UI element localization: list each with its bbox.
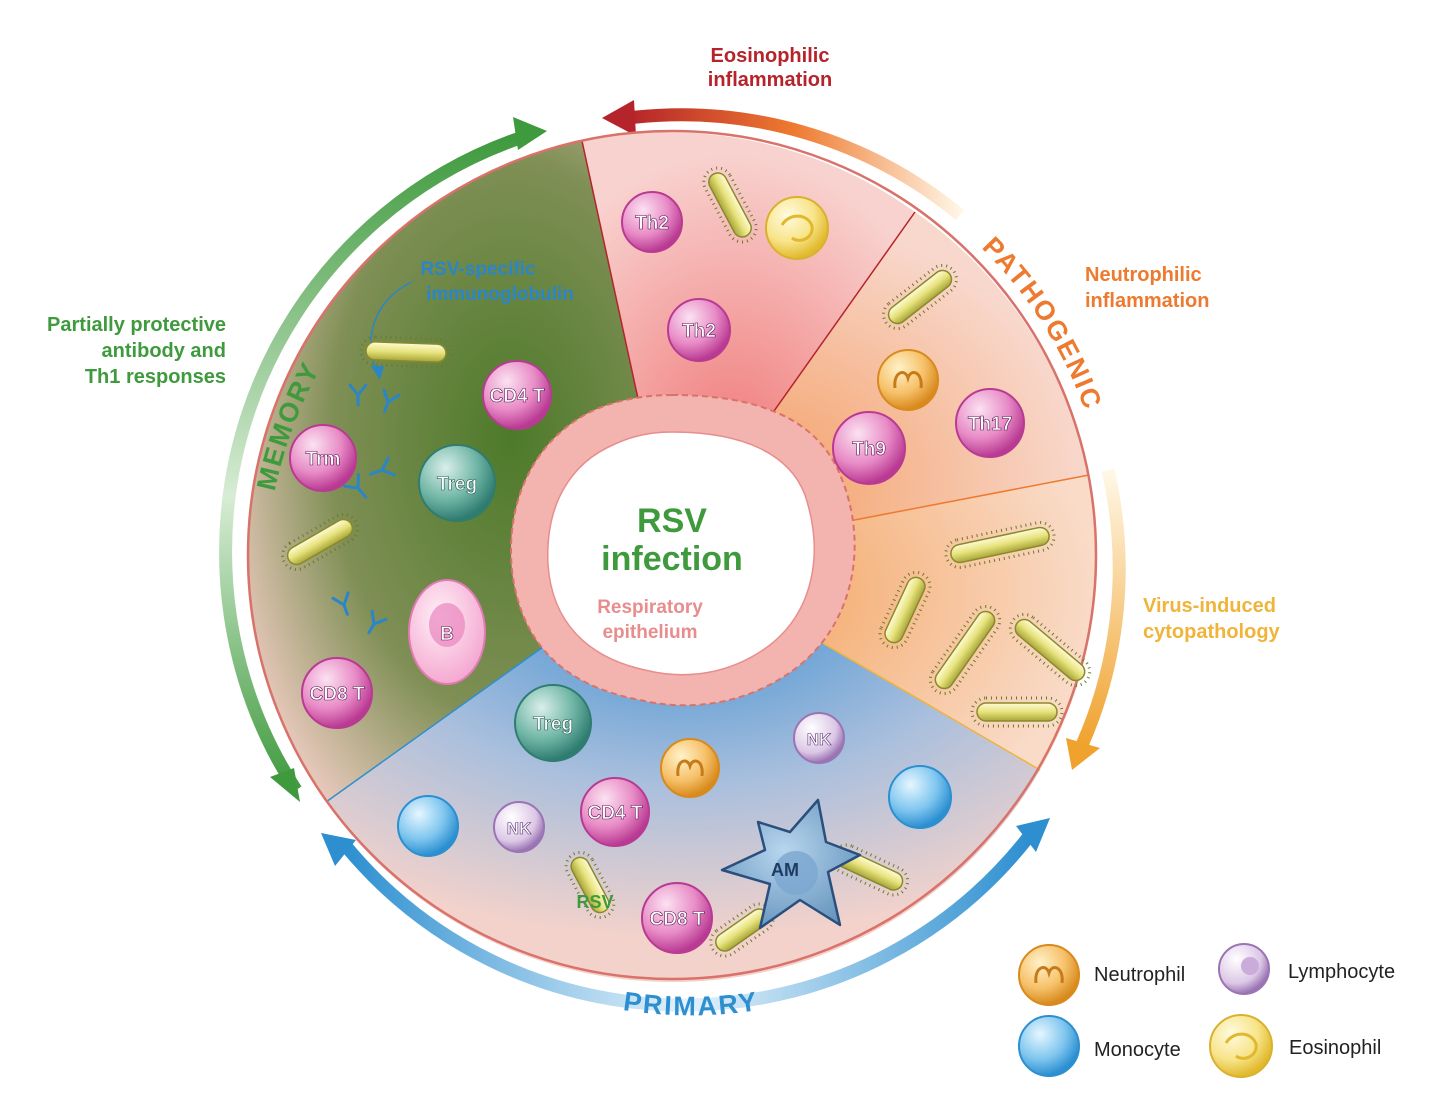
eosinophilic-label-line1: Eosinophilic <box>711 45 830 67</box>
th2-cell: Th2 <box>667 298 731 362</box>
trm-cell-label: Trm <box>306 449 341 470</box>
rsv-virus-icon <box>281 513 359 571</box>
antibody-icon <box>348 383 368 407</box>
treg-cell-label: Treg <box>437 474 477 495</box>
cd8t-cell-label: CD8 T <box>310 684 365 705</box>
eosinophilic-arrow-head <box>602 100 636 136</box>
neutrophil-cell <box>660 738 720 798</box>
am-cell-label: AM <box>771 860 799 880</box>
pathogenic-arrow <box>1076 468 1126 748</box>
partially-protective-line1: Partially protective <box>47 314 226 336</box>
th2-cell: Th2 <box>621 191 683 253</box>
immunoglobulin-pointer-head <box>371 366 384 380</box>
virus-induced-label-line1: Virus-induced <box>1143 595 1276 617</box>
rsv-virus-icon <box>970 696 1064 728</box>
rsv-virus-icon <box>564 850 616 920</box>
center-title-line1: RSV <box>637 502 707 540</box>
cd8t-cell: CD8 T <box>641 882 713 954</box>
neutrophilic-label-line2: inflammation <box>1085 290 1209 312</box>
monocyte-cell <box>397 795 459 857</box>
legend-monocyte: Monocyte <box>1018 1015 1181 1077</box>
primary-arrow <box>339 831 1036 1012</box>
rsv-specific-line2: immunoglobulin <box>426 284 574 305</box>
rsv-label: RSV <box>576 892 613 912</box>
eosinophil-icon <box>1209 1014 1273 1078</box>
monocyte-cell <box>888 765 952 829</box>
primary-arc-label: PRIMARY <box>622 986 761 1021</box>
legend: Neutrophil Lymphocyte Monocyte Eosinophi… <box>1018 943 1395 1078</box>
legend-neutrophil: Neutrophil <box>1018 944 1185 1006</box>
memory-arrow <box>219 131 523 794</box>
th17-cell: Th17 <box>955 388 1025 458</box>
treg-cell: Treg <box>418 444 496 522</box>
antibody-icon <box>369 456 396 477</box>
center-title-line2: infection <box>601 540 743 578</box>
antibody-icon <box>367 609 388 635</box>
rsv-virus-icon <box>359 335 453 369</box>
neutrophilic-label-line1: Neutrophilic <box>1085 264 1202 286</box>
cd4t-cell: CD4 T <box>482 360 552 430</box>
primary-arrow-head-right <box>1016 818 1050 852</box>
th2-cell-label: Th2 <box>682 321 716 342</box>
rsv-virus-icon <box>882 263 958 331</box>
cd8t-cell: CD8 T <box>301 657 373 729</box>
nk-cell-label: NK <box>807 730 832 749</box>
immunoglobulin-pointer-arrow <box>370 281 413 373</box>
cd4t-cell-label: CD4 T <box>588 803 643 824</box>
cd4t-cell-label: CD4 T <box>490 386 545 407</box>
th2-cell-label: Th2 <box>635 213 669 234</box>
eosinophilic-label-line2: inflammation <box>708 69 832 91</box>
partially-protective-line3: Th1 responses <box>85 366 226 388</box>
antibody-icon <box>382 388 401 413</box>
cd8t-cell-label: CD8 T <box>650 909 705 930</box>
alveolar-macrophage: AM <box>720 798 862 930</box>
partially-protective-line2: antibody and <box>102 340 226 362</box>
outer-arrows <box>219 100 1126 1012</box>
legend-monocyte-label: Monocyte <box>1094 1039 1181 1061</box>
epithelium-lumen <box>547 431 815 676</box>
b-cell-label: B <box>440 624 454 645</box>
antibody-icon <box>343 473 368 499</box>
neutrophil-cell <box>877 349 939 411</box>
antibodies <box>331 383 401 635</box>
legend-eosinophil-label: Eosinophil <box>1289 1037 1381 1059</box>
rsv-virus-icon <box>878 570 932 650</box>
th17-cell-label: Th17 <box>968 414 1012 435</box>
eosinophil-cell <box>765 196 829 260</box>
cells: Th2 Th2 Th9 Th17 CD4 T Tr <box>289 191 1025 954</box>
pathogenic-arrow-head <box>1066 738 1100 770</box>
th9-cell: Th9 <box>832 411 906 485</box>
epithelium-label-line2: epithelium <box>602 622 697 643</box>
primary-arrow-head-left <box>321 833 356 866</box>
rsv-specific-line1: RSV-specific <box>420 259 536 280</box>
legend-lymphocyte-label: Lymphocyte <box>1288 961 1395 983</box>
monocyte-icon <box>1018 1015 1080 1077</box>
nk-cell-label: NK <box>507 819 532 838</box>
nk-cell: NK <box>493 801 545 853</box>
treg-cell-label: Treg <box>533 714 573 735</box>
b-cell: B <box>408 579 486 685</box>
epithelium-label-line1: Respiratory <box>597 597 703 618</box>
eosinophilic-arrow <box>627 108 965 221</box>
cd4t-cell: CD4 T <box>580 777 650 847</box>
legend-eosinophil: Eosinophil <box>1209 1014 1381 1078</box>
wheel-rim <box>246 129 1098 981</box>
legend-neutrophil-label: Neutrophil <box>1094 964 1185 986</box>
memory-arrow-head-bottom <box>270 768 300 802</box>
nk-cell: NK <box>793 712 845 764</box>
trm-cell: Trm <box>289 424 357 492</box>
respiratory-epithelium <box>510 393 856 707</box>
rsv-virus-icon <box>1008 612 1092 688</box>
th9-cell-label: Th9 <box>852 439 886 460</box>
virus-induced-label-line2: cytopathology <box>1143 621 1281 643</box>
memory-arrow-head-top <box>513 117 547 150</box>
treg-cell: Treg <box>514 684 592 762</box>
antibody-icon <box>331 591 350 616</box>
legend-lymphocyte: Lymphocyte <box>1218 943 1395 995</box>
